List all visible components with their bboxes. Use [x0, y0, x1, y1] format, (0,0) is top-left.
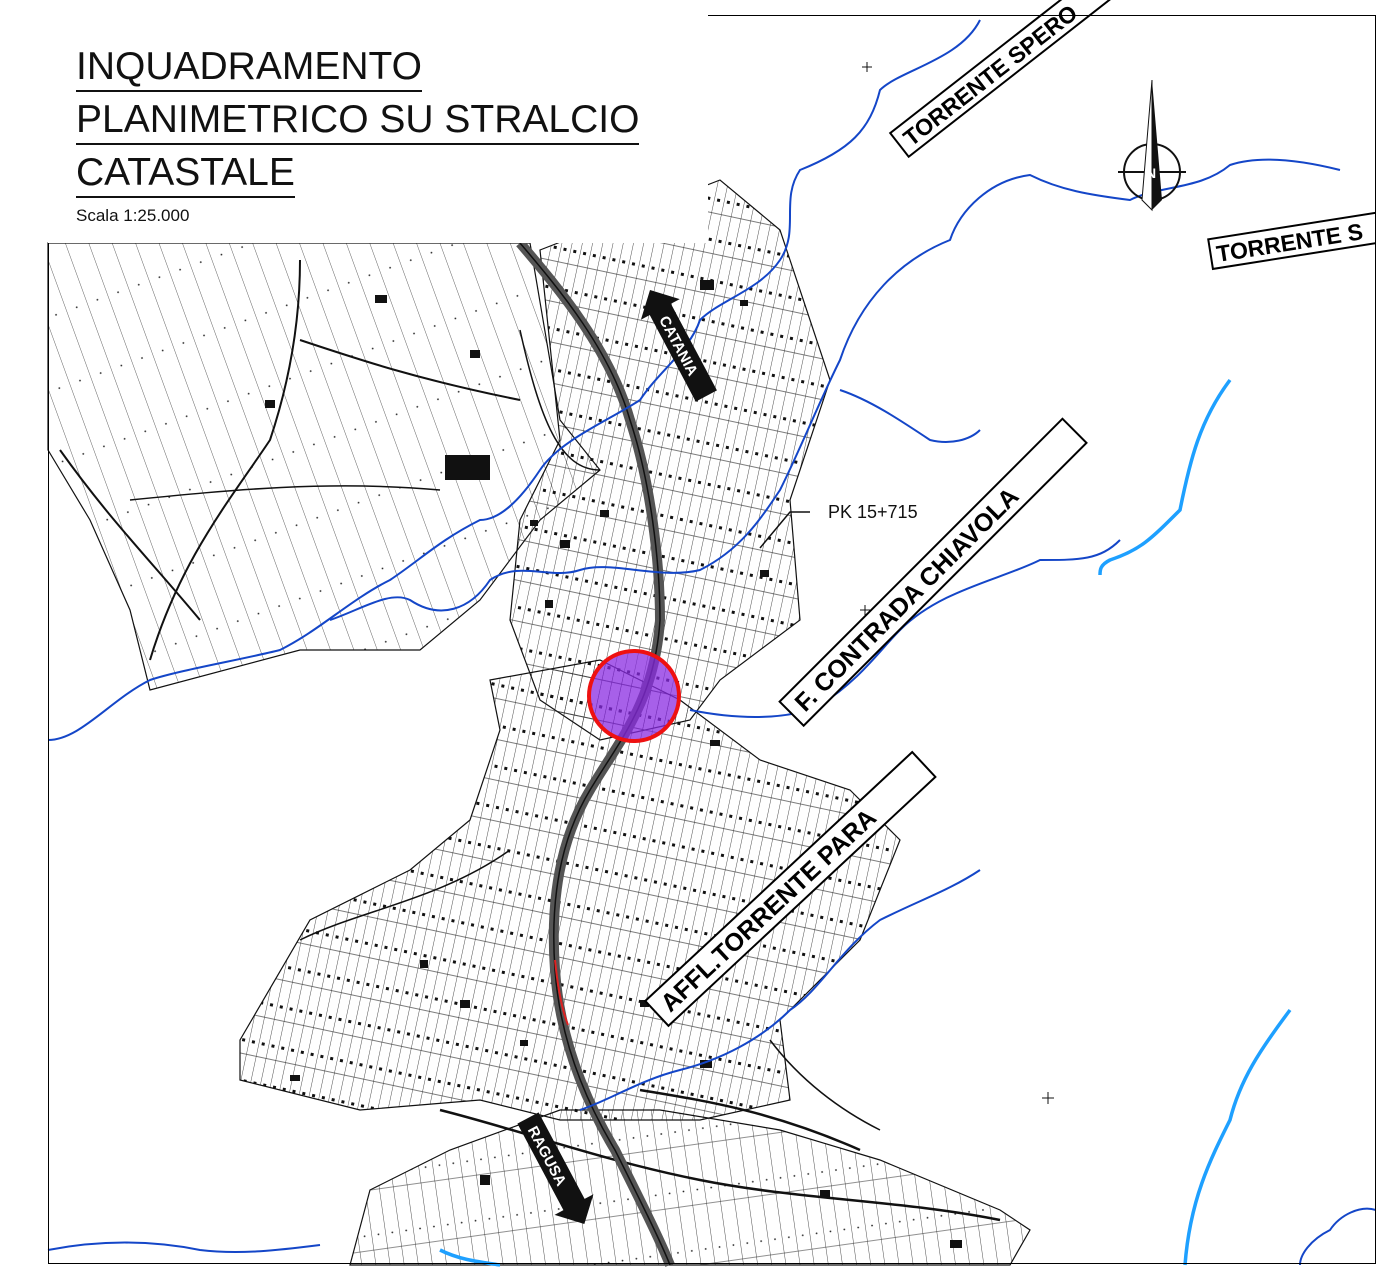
title-line-2: PLANIMETRICO SU STRALCIO: [76, 98, 640, 145]
title-block: [48, 15, 708, 243]
highway: [516, 239, 675, 1267]
north-arrow: N: [1118, 79, 1186, 212]
grid-crosses: [860, 62, 1054, 1104]
north-arrow-label: N: [1146, 165, 1156, 181]
title-line-3: CATASTALE: [76, 151, 295, 198]
parcel-area-northwest: [47, 242, 601, 691]
rivers: [47, 19, 1376, 1266]
highlight-circle: [587, 649, 681, 743]
pk-label: PK 15+715: [828, 502, 918, 522]
rivers-bright: [439, 378, 1292, 1267]
pk-marker: PK 15+715: [759, 502, 918, 549]
river-label-torrente-s: TORRENTE S: [1207, 209, 1376, 271]
parcel-area-central: [239, 179, 1031, 1266]
title-line-1: INQUADRAMENTO: [76, 45, 422, 92]
river-label-torrente-sperone: TORRENTE SPERO: [888, 0, 1147, 159]
river-label-contrada-chiavola: F. CONTRADA CHIAVOLA: [778, 417, 1088, 728]
river-label-torrente-sperone-text: TORRENTE SPERO: [898, 0, 1082, 151]
scale-label: Scala 1:25.000: [76, 206, 190, 225]
